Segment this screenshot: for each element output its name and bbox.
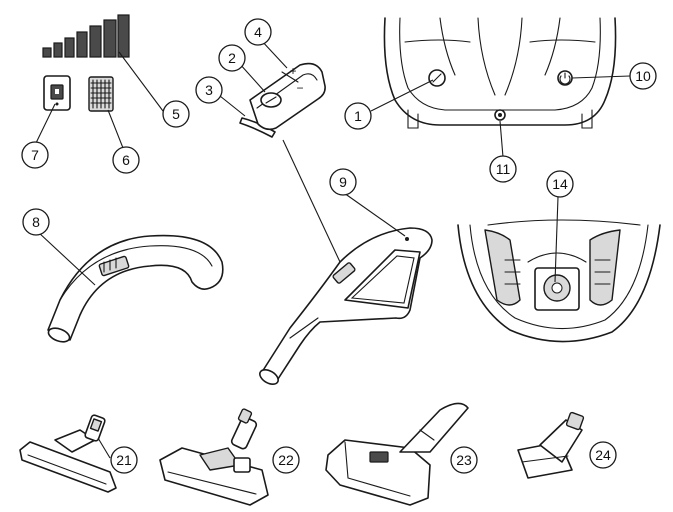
callout-21: 21 xyxy=(110,446,138,474)
power-level-bars xyxy=(42,14,130,58)
callout-8: 8 xyxy=(22,208,50,236)
svg-text:7: 7 xyxy=(31,147,39,163)
dust-compartment xyxy=(457,219,661,343)
hose-handle-simple xyxy=(47,234,224,343)
svg-text:22: 22 xyxy=(278,452,294,468)
svg-text:23: 23 xyxy=(456,452,472,468)
svg-text:6: 6 xyxy=(122,152,130,168)
svg-text:3: 3 xyxy=(205,82,213,98)
callout-23: 23 xyxy=(450,446,478,474)
callout-1: 1 xyxy=(344,102,372,130)
svg-text:2: 2 xyxy=(228,50,236,66)
callout-7: 7 xyxy=(21,141,49,169)
callout-14: 14 xyxy=(546,170,574,198)
callout-24: 24 xyxy=(589,441,617,469)
remote-control-assembly: + − xyxy=(239,62,326,138)
callout-5: 5 xyxy=(162,100,190,128)
mini-turbo-brush xyxy=(517,411,585,479)
callout-4: 4 xyxy=(244,18,272,46)
svg-text:21: 21 xyxy=(116,452,132,468)
minus-symbol: − xyxy=(296,81,303,95)
svg-text:1: 1 xyxy=(354,108,362,124)
callout-6: 6 xyxy=(112,146,140,174)
floor-nozzle-turbo xyxy=(325,402,469,506)
callout-11: 11 xyxy=(489,155,517,183)
floor-nozzle-combination xyxy=(159,408,269,506)
hose-handle-remote xyxy=(259,227,433,386)
callout-22: 22 xyxy=(272,446,300,474)
leader-lines xyxy=(35,38,631,459)
callout-9: 9 xyxy=(329,168,357,196)
svg-text:24: 24 xyxy=(595,447,611,463)
callout-2: 2 xyxy=(218,44,246,72)
svg-text:10: 10 xyxy=(635,68,651,84)
plus-symbol: + xyxy=(289,64,296,78)
svg-text:9: 9 xyxy=(339,174,347,190)
svg-text:4: 4 xyxy=(254,24,262,40)
svg-text:11: 11 xyxy=(496,161,511,177)
svg-text:8: 8 xyxy=(32,214,40,230)
floor-nozzle-parquet xyxy=(19,414,117,493)
callout-10: 10 xyxy=(629,62,657,90)
svg-text:5: 5 xyxy=(172,106,180,122)
callout-3: 3 xyxy=(195,76,223,104)
exhaust-filter-small xyxy=(43,75,71,111)
hepa-filter-grid xyxy=(88,76,114,112)
svg-text:14: 14 xyxy=(552,176,568,192)
vacuum-body-rear xyxy=(383,17,617,129)
